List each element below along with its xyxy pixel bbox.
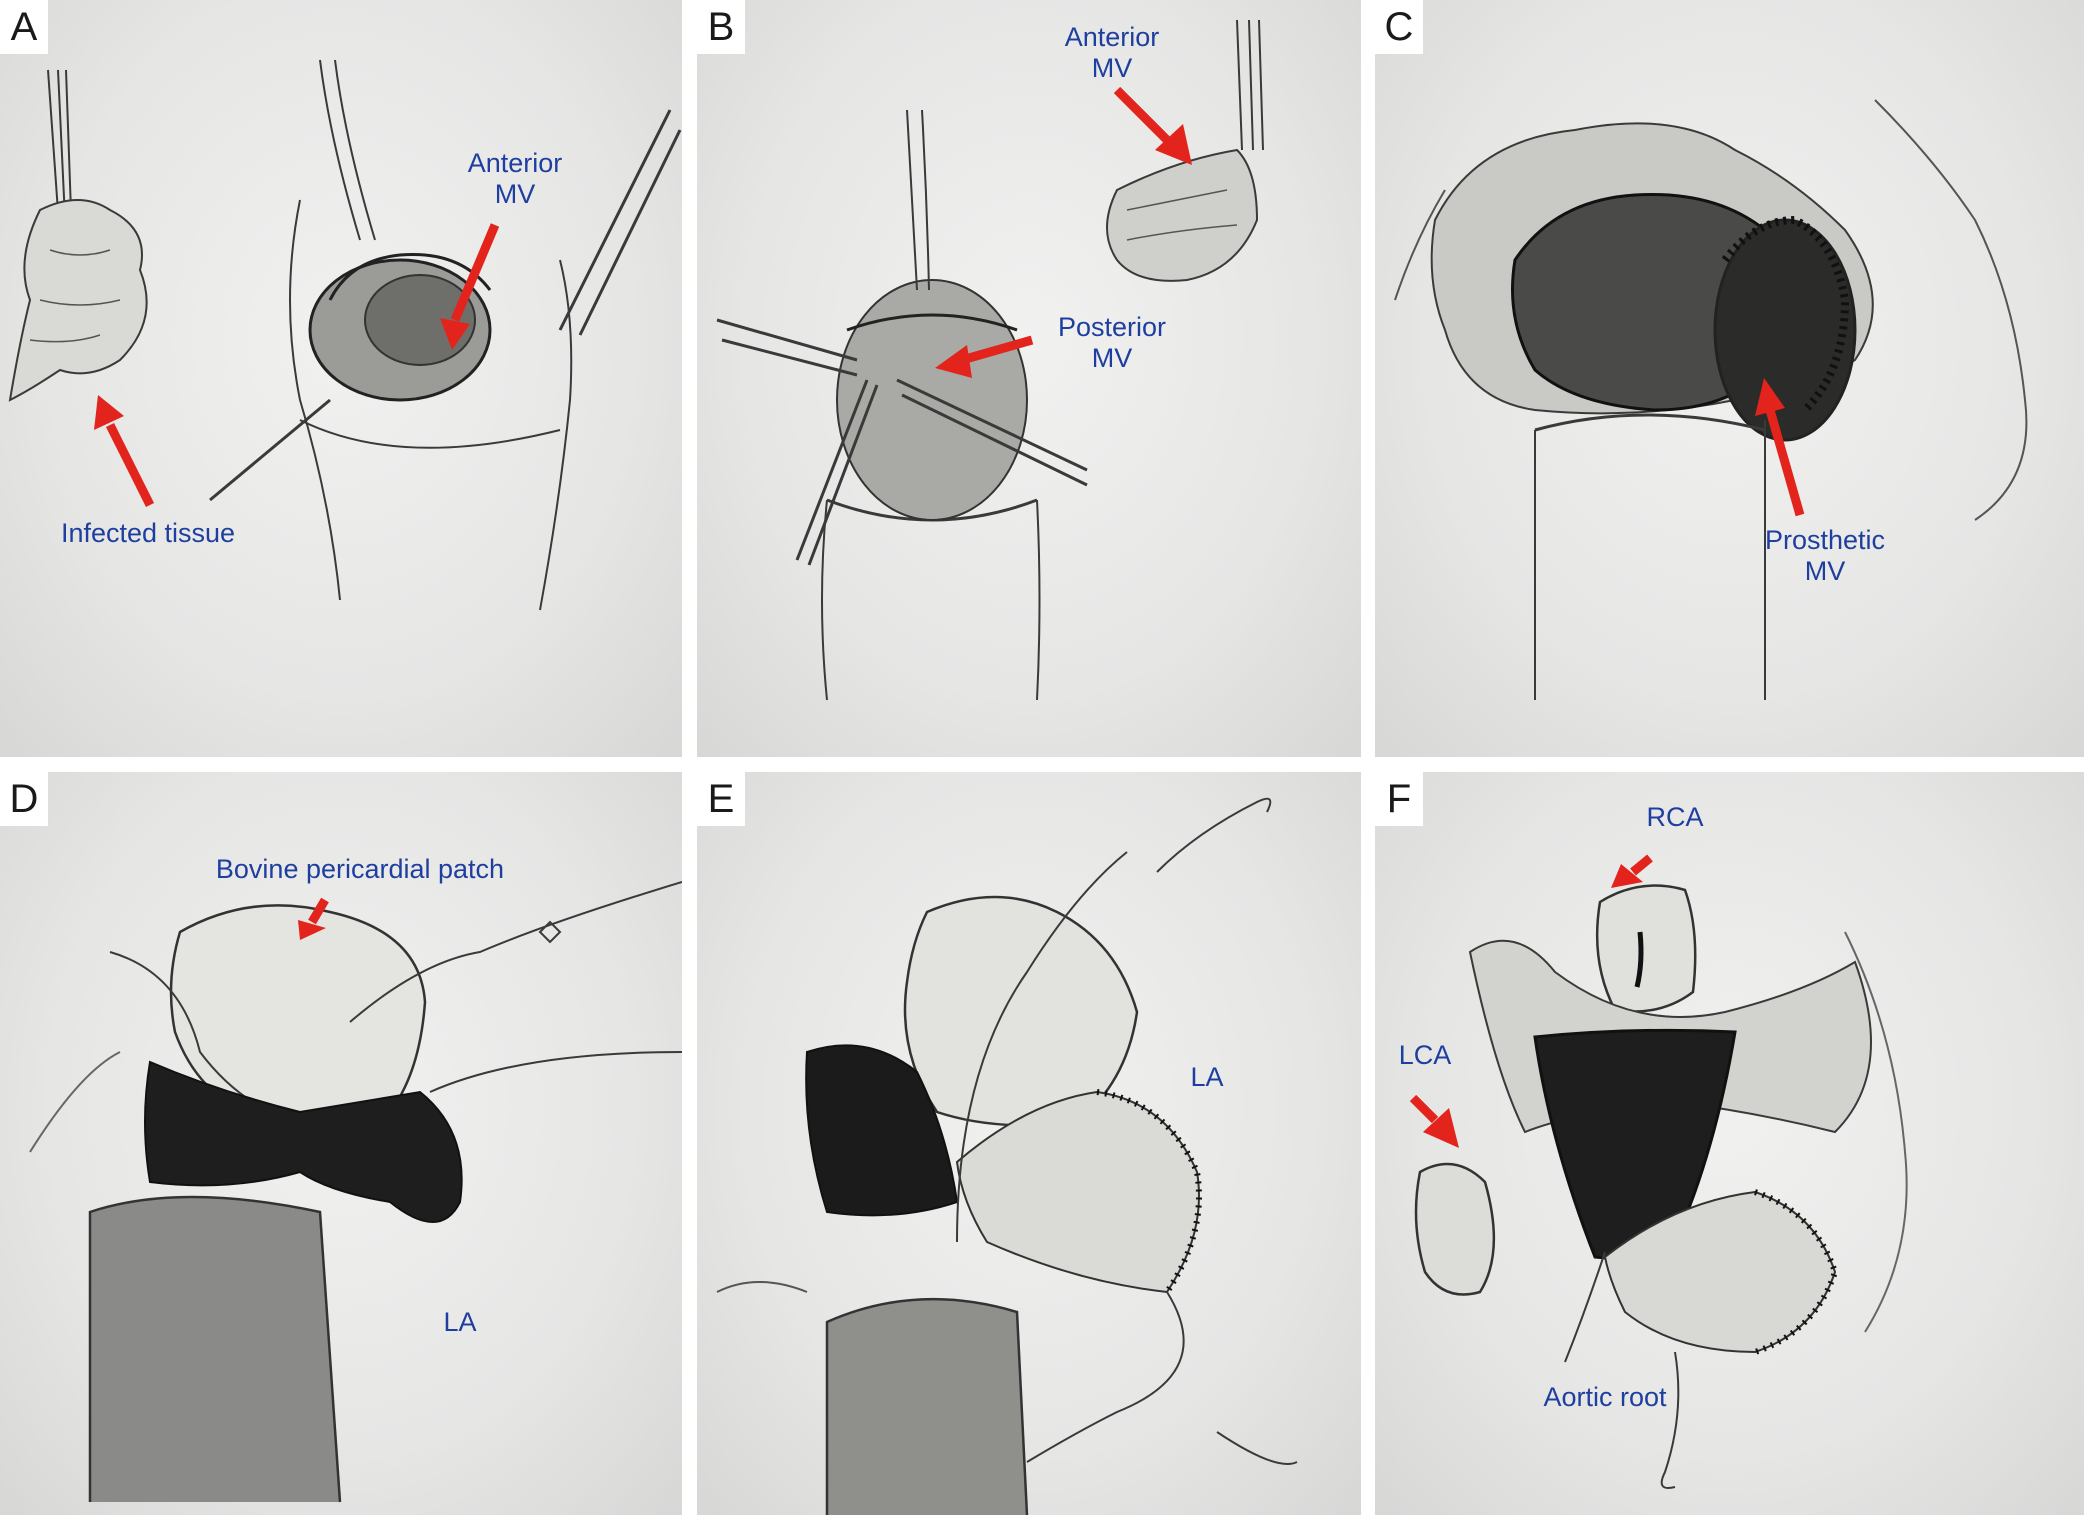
- arrow-anterior-mv-b: [1113, 86, 1192, 165]
- dark-opening-drawing: [144, 1060, 463, 1223]
- panel-e-sketch: [716, 797, 1298, 1515]
- annotation-rca: RCA: [1646, 802, 1704, 832]
- annotation-bovine-pericardial-patch: Bovine pericardial patch: [215, 854, 505, 884]
- panel-b-sketch: [716, 19, 1264, 701]
- panel-label-e: E: [697, 772, 745, 826]
- annotation-infected-tissue: Infected tissue: [60, 518, 236, 548]
- panel-f-sketch: [1414, 884, 1908, 1489]
- panel-c-arrows: [1755, 378, 1805, 517]
- panel-b-arrows: [935, 86, 1192, 378]
- annotation-lca: LCA: [1398, 1040, 1452, 1070]
- panel-label-f: F: [1375, 772, 1423, 826]
- dark-chamber-drawing: [805, 1044, 959, 1217]
- arrow-posterior-mv: [935, 335, 1034, 378]
- panel-d: Bovine pericardial patch LA D: [0, 772, 682, 1515]
- panel-e: LA E: [697, 772, 1361, 1515]
- panel-a-sketch: [8, 59, 682, 611]
- infected-tissue-drawing: [8, 199, 148, 402]
- panel-label-d: D: [0, 772, 48, 826]
- arrow-anterior-mv: [440, 223, 500, 350]
- annotation-la-d: LA: [443, 1307, 477, 1337]
- arrow-bovine-patch: [298, 897, 329, 940]
- annotation-aortic-root: Aortic root: [1543, 1382, 1667, 1412]
- arrow-lca: [1409, 1094, 1459, 1148]
- patch-flap-drawing: [903, 895, 1139, 1127]
- panel-label-b: B: [697, 0, 745, 54]
- arrow-rca: [1611, 854, 1653, 888]
- lca-button-drawing: [1414, 1162, 1496, 1296]
- panel-d-sketch: [29, 881, 682, 1503]
- arrow-infected-tissue: [94, 395, 155, 508]
- rca-button-drawing: [1595, 884, 1697, 1013]
- annotation-la-e: LA: [1190, 1062, 1224, 1092]
- panel-f-arrows: [1409, 854, 1653, 1148]
- panel-a-arrows: [94, 223, 500, 508]
- prosthetic-valve-ring-drawing: [1721, 215, 1850, 413]
- arrow-prosthetic-mv: [1755, 378, 1805, 517]
- panel-f: RCA LCA Aortic root F: [1375, 772, 2084, 1515]
- panel-label-a: A: [0, 0, 48, 54]
- panel-c-sketch: [1394, 99, 2028, 700]
- sutured-patch-drawing: [955, 1090, 1200, 1294]
- anterior-leaflet-drawing: [1106, 148, 1259, 282]
- panel-label-c: C: [1375, 0, 1423, 54]
- panel-d-arrows: [298, 897, 329, 940]
